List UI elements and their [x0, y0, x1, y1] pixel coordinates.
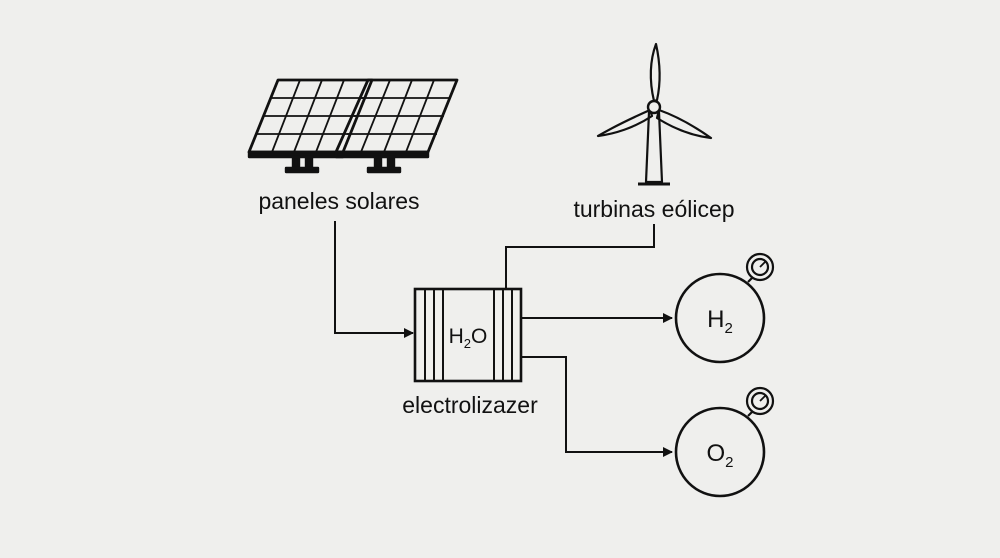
electrolyzer-to-oxygen-arrow: [521, 356, 673, 457]
solar-to-electrolyzer-arrow: [334, 221, 414, 338]
oxygen-tank: [674, 406, 766, 498]
electrolyzer-label: electrolizazer: [402, 392, 538, 418]
pressure-gauge-icon: [745, 386, 775, 417]
wind-turbines-label: turbinas eólicep: [573, 196, 734, 222]
water-formula: H2O: [449, 325, 488, 351]
electrolyzer-cell: [413, 287, 523, 383]
hydrogen-tank: [674, 272, 766, 364]
hydrogen-formula: H2: [707, 306, 733, 337]
pressure-gauge-icon: [745, 252, 775, 283]
solar-panels-label: paneles solares: [258, 188, 419, 214]
oxygen-formula: O2: [706, 440, 733, 471]
solar-panel-icon: [247, 78, 459, 174]
wind-turbine-icon: [596, 42, 713, 186]
wind-to-electrolyzer-line: [505, 224, 655, 289]
